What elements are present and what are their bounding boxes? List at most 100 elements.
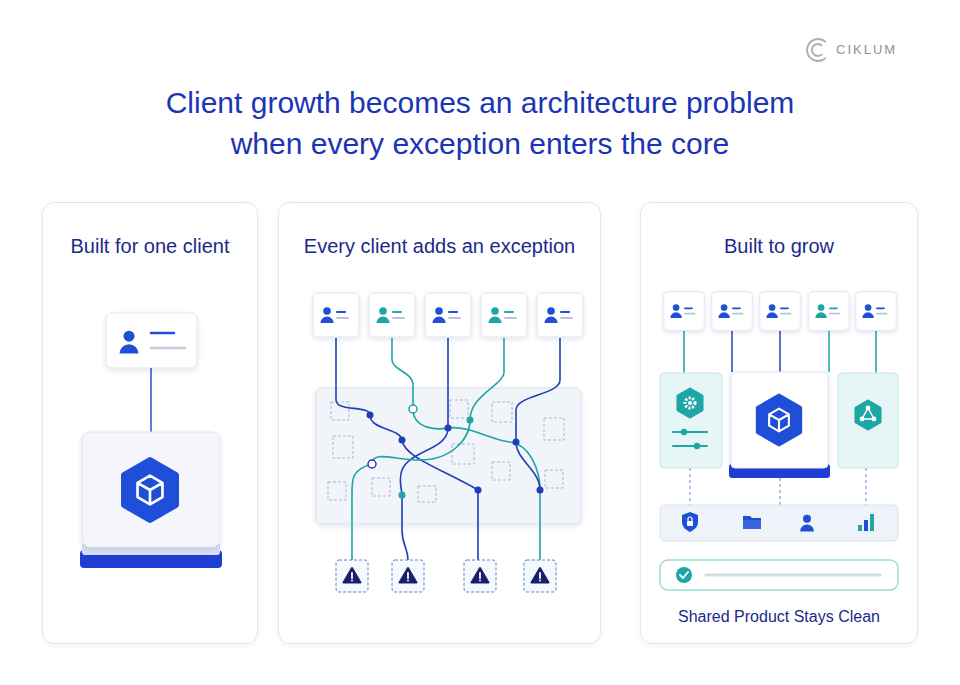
modular-architecture-illustration-use [760, 292, 800, 331]
modular-architecture-illustration-g [684, 331, 876, 373]
modular-architecture-illustration-circle [688, 401, 692, 405]
modular-architecture-illustration-g-line [875, 331, 877, 373]
single-client-illustration-rect [80, 550, 222, 568]
panel-card: Every client adds an exception [278, 202, 601, 644]
modular-architecture-illustration-g-line [779, 331, 781, 372]
tangled-exceptions-illustration-use [537, 293, 583, 337]
single-client-illustration-rect [82, 432, 220, 547]
single-client-illustration [80, 313, 222, 568]
tangled-exceptions-illustration-use [425, 293, 471, 337]
single-client-illustration-use [120, 331, 139, 354]
panel-caption: Shared Product Stays Clean [641, 607, 917, 627]
modular-architecture-illustration-use [856, 401, 880, 429]
tangled-exceptions-illustration-g-circle [409, 405, 417, 413]
modular-architecture-illustration-rect [864, 520, 868, 531]
modular-architecture-illustration-circle [685, 398, 695, 408]
modular-architecture-illustration-g [862, 408, 874, 419]
tangled-exceptions-illustration-g-circle [367, 412, 374, 419]
tangled-exceptions-illustration-use [313, 293, 359, 337]
tangled-exceptions-illustration-g-rect [328, 482, 346, 500]
tangled-exceptions-illustration-g-rect [418, 486, 436, 502]
tangled-exceptions-illustration-g-circle [475, 487, 482, 494]
tangled-exceptions-illustration-g-rect [450, 400, 468, 418]
tangled-exceptions-illustration-g-path [392, 338, 540, 560]
tangled-exceptions-illustration-use [336, 560, 368, 592]
modular-architecture-illustration-rect [870, 514, 874, 531]
modular-architecture-illustration-use [712, 292, 752, 331]
tangled-exceptions-illustration-use [392, 560, 424, 592]
modular-architecture-illustration-g-line [779, 478, 780, 505]
single-client-illustration-use [124, 460, 176, 520]
modular-architecture-illustration-rect [660, 373, 722, 468]
panel-card: Built to growShared Product Stays Clean [640, 202, 918, 644]
modular-architecture-illustration-path [743, 516, 761, 529]
tangled-exceptions-illustration-g-rect [492, 462, 510, 480]
modular-architecture-illustration-use [800, 515, 814, 532]
modular-architecture-illustration-use [758, 396, 800, 444]
tangled-exceptions-illustration-use [464, 560, 496, 592]
modular-architecture-illustration-g-line [731, 331, 733, 372]
modular-architecture-illustration-g-line [683, 331, 685, 373]
modular-architecture-illustration-circle [681, 429, 687, 435]
modular-architecture-illustration-line [673, 445, 707, 447]
tangled-exceptions-illustration-use [369, 293, 415, 337]
tangled-exceptions-illustration-g-circle [399, 437, 406, 444]
modular-architecture-illustration-rect [687, 521, 693, 526]
modular-architecture-illustration-circle [676, 567, 692, 583]
tangled-exceptions-illustration-g-path [400, 338, 448, 560]
modular-architecture-illustration-circle [866, 406, 871, 411]
single-client-illustration-rect [82, 543, 220, 555]
tangled-exceptions-illustration-g-path [516, 338, 560, 490]
brand-logo [807, 39, 826, 61]
tangled-exceptions-illustration-g-rect [372, 478, 390, 496]
modular-architecture-illustration-circle [860, 417, 865, 422]
tangled-exceptions-illustration-g-path [352, 338, 504, 560]
modular-architecture-illustration-line [706, 574, 880, 577]
single-client-illustration-line [151, 347, 185, 350]
tangled-exceptions-illustration-g-circle [399, 492, 406, 499]
modular-architecture-illustration-rect [729, 464, 830, 478]
tangled-exceptions-illustration-g [328, 400, 564, 502]
tangled-exceptions-illustration-rect [316, 388, 581, 524]
brand-logo-path [807, 39, 826, 61]
diagram-title: Client growth becomes an architecture pr… [145, 82, 815, 164]
tangled-exceptions-illustration-g [367, 405, 544, 499]
panel-heading: Every client adds an exception [279, 234, 600, 258]
modular-architecture-illustration-g-line [865, 468, 866, 505]
modular-architecture-illustration-rect [660, 560, 898, 590]
modular-architecture-illustration-rect [660, 505, 898, 541]
tangled-exceptions-illustration [313, 293, 583, 592]
modular-architecture-illustration-line [673, 431, 707, 433]
tangled-exceptions-illustration-g [336, 338, 560, 560]
tangled-exceptions-illustration-g-rect [452, 444, 474, 464]
modular-architecture-illustration-use [664, 292, 704, 331]
modular-architecture-illustration-circle [694, 443, 700, 449]
modular-architecture-illustration-path [680, 572, 688, 578]
tangled-exceptions-illustration-g-circle [537, 487, 544, 494]
tangled-exceptions-illustration-use [481, 293, 527, 337]
modular-architecture-illustration-path [682, 512, 698, 532]
modular-architecture-illustration-g-path [862, 408, 874, 419]
panel-heading: Built for one client [43, 234, 257, 258]
single-client-illustration-line [151, 332, 174, 335]
tangled-exceptions-illustration-g-rect [492, 402, 512, 422]
modular-architecture-illustration-use [678, 389, 702, 417]
modular-architecture-illustration [660, 292, 898, 590]
tangled-exceptions-illustration-g-rect [333, 436, 353, 458]
modular-architecture-illustration-rect [858, 525, 862, 531]
tangled-exceptions-illustration-g-rect [331, 402, 349, 420]
modular-architecture-illustration-use [809, 292, 849, 331]
modular-architecture-illustration-use [769, 409, 789, 432]
single-client-illustration-line [150, 368, 152, 432]
tangled-exceptions-illustration-use [524, 560, 556, 592]
panel-heading: Built to grow [641, 234, 917, 258]
modular-architecture-illustration-use [856, 292, 896, 331]
tangled-exceptions-illustration-g-circle [467, 417, 474, 424]
panel-card: Built for one client [42, 202, 258, 644]
modular-architecture-illustration-rect [731, 372, 828, 468]
single-client-illustration-rect [106, 313, 197, 368]
single-client-illustration-use [138, 476, 163, 505]
modular-architecture-illustration-g [690, 468, 866, 505]
brand-logo-path [812, 44, 822, 56]
brand-label: CIKLUM [836, 42, 897, 58]
